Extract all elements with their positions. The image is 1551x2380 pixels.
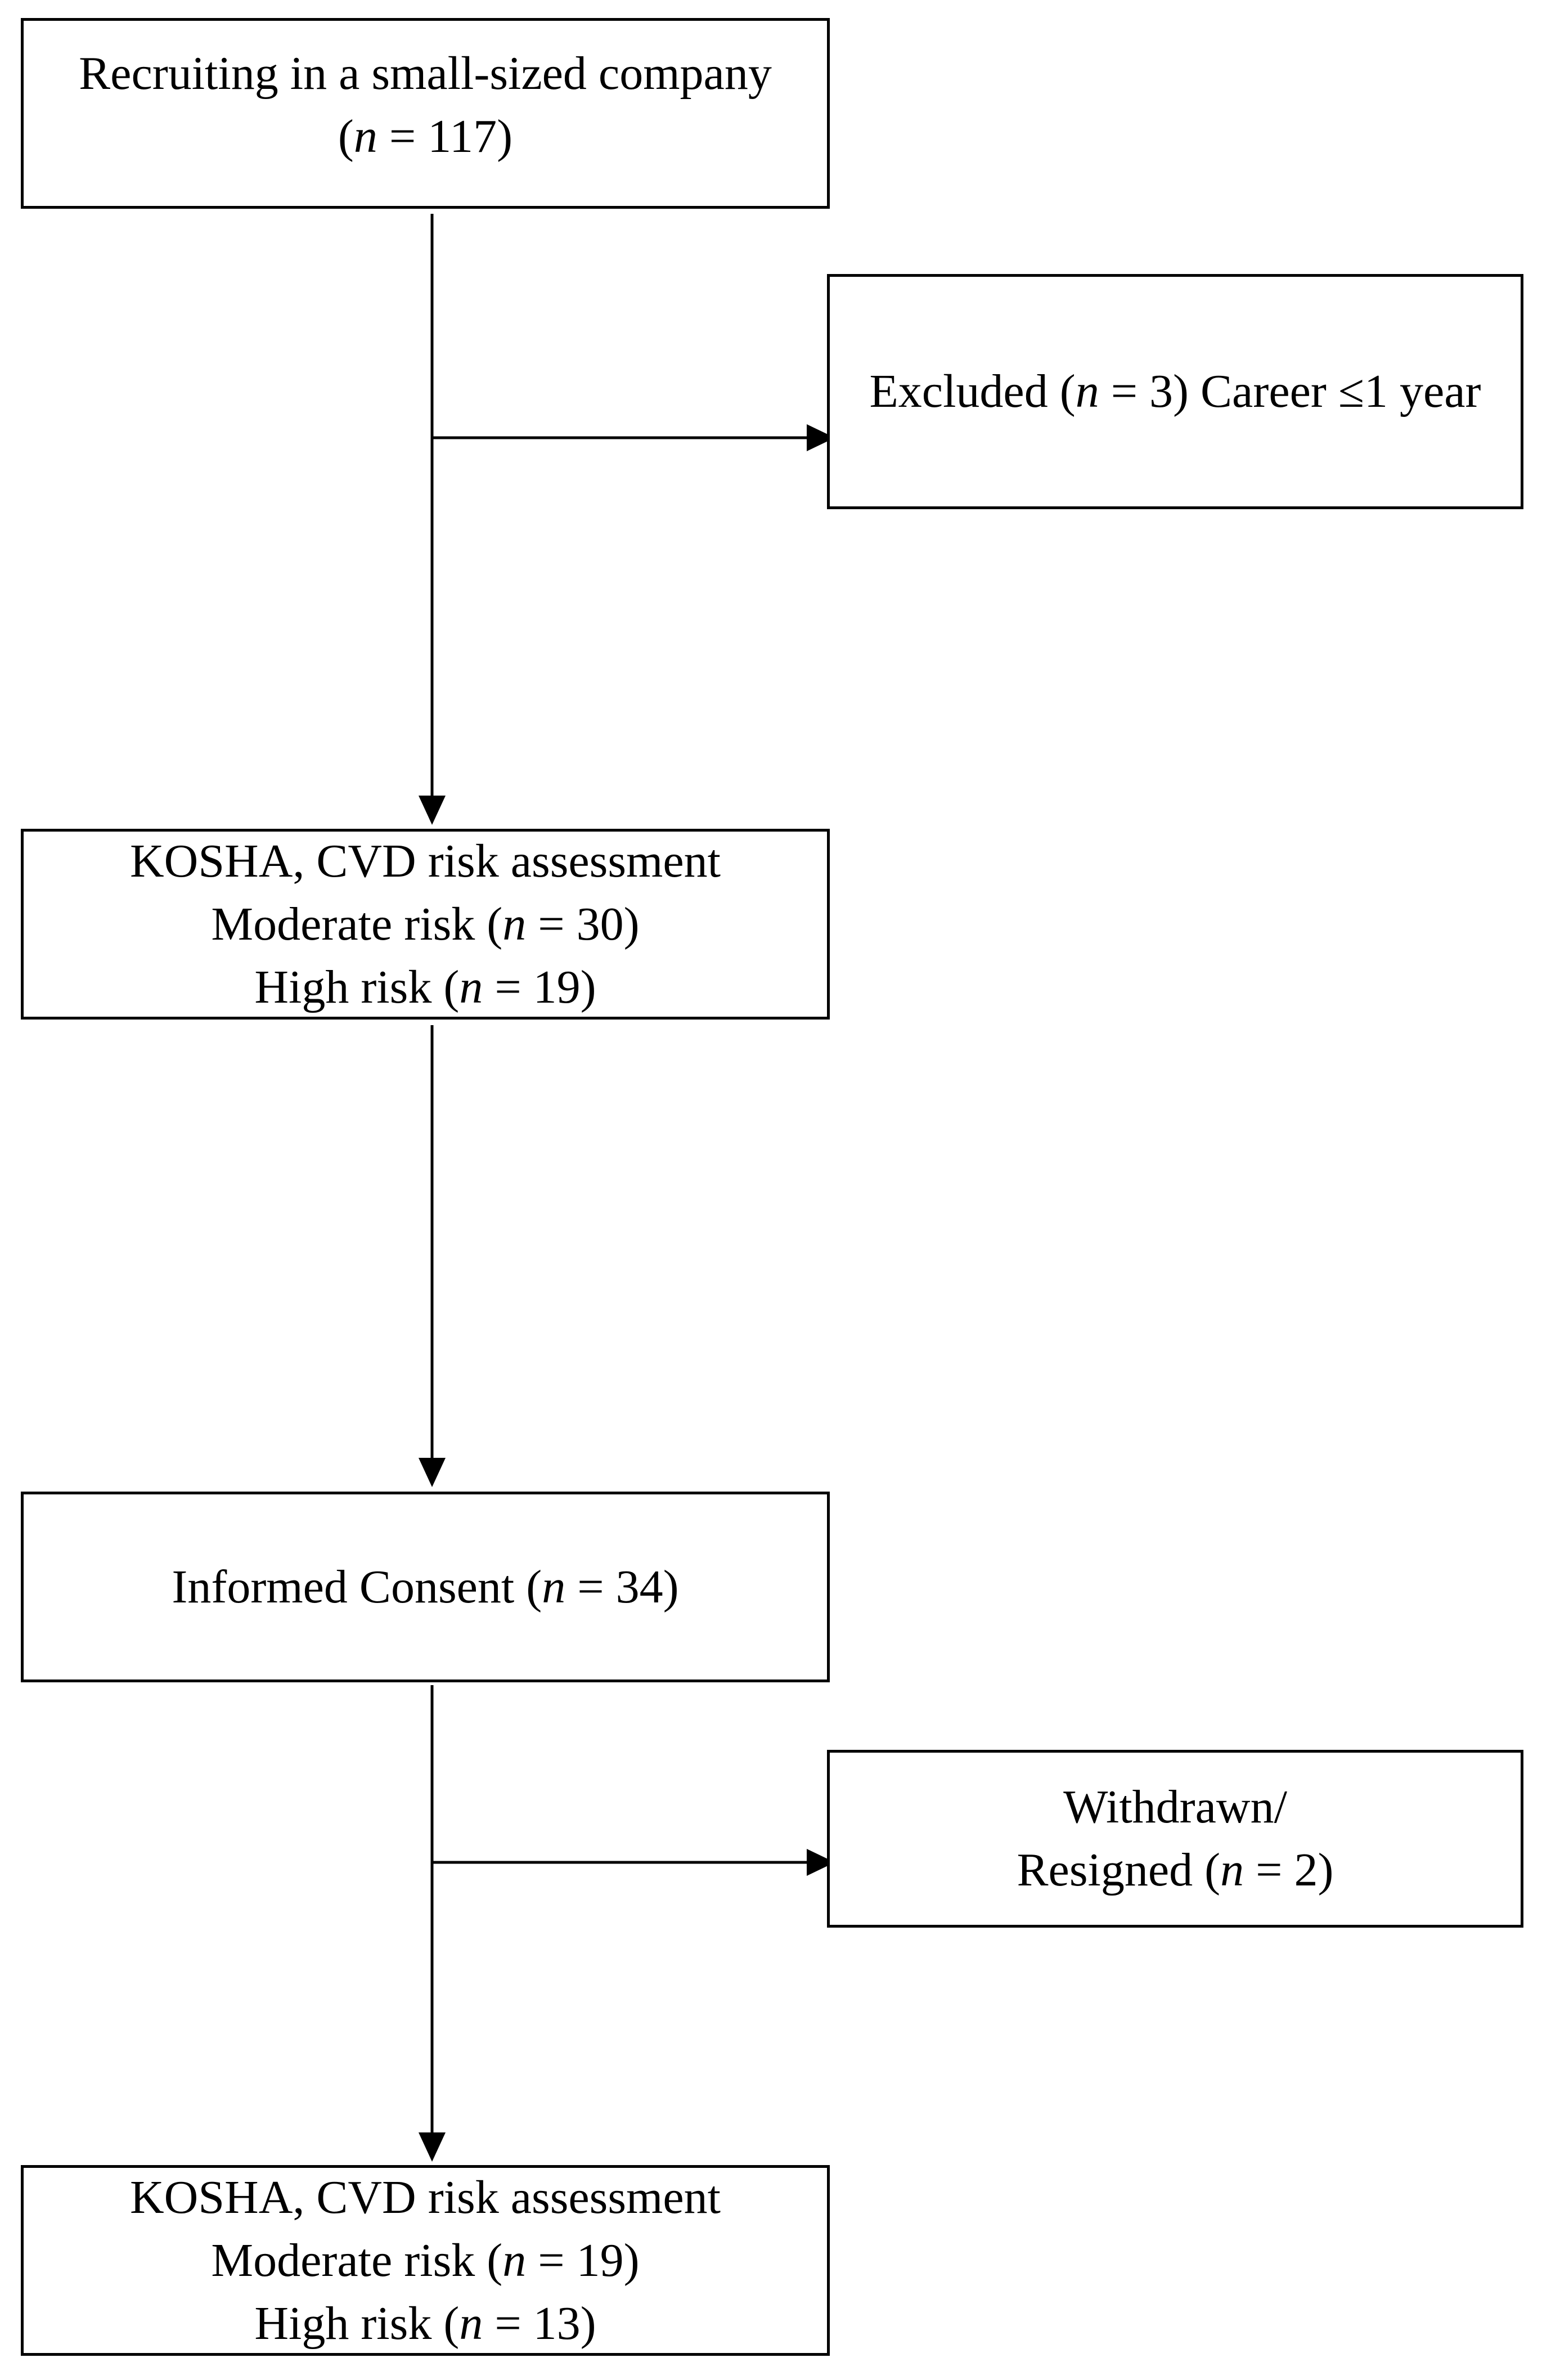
arrowhead-withdrawn — [807, 1849, 835, 1876]
risk-assessment-box-1: KOSHA, CVD risk assessment Moderate risk… — [21, 829, 830, 1020]
withdrawn-title: Withdrawn/ — [1063, 1781, 1287, 1833]
excluded-box: Excluded (n = 3) Career ≤1 year — [827, 274, 1523, 509]
arrowhead-consent — [419, 1458, 446, 1487]
assessment-2-high: High risk (n = 13) — [254, 2297, 596, 2350]
recruiting-count: (n = 117) — [338, 110, 513, 163]
assessment-2-moderate: Moderate risk (n = 19) — [211, 2234, 640, 2287]
assessment-2-title: KOSHA, CVD risk assessment — [130, 2171, 721, 2224]
excluded-label: Excluded (n = 3) Career ≤1 year — [869, 365, 1481, 417]
arrowhead-assessment-1 — [419, 796, 446, 825]
informed-consent-box: Informed Consent (n = 34) — [21, 1492, 830, 1682]
consent-label: Informed Consent (n = 34) — [172, 1560, 679, 1613]
assessment-1-title: KOSHA, CVD risk assessment — [130, 834, 721, 887]
recruiting-box: Recruiting in a small-sized company (n =… — [21, 18, 830, 209]
assessment-1-high: High risk (n = 19) — [254, 960, 596, 1013]
withdrawn-box: Withdrawn/ Resigned (n = 2) — [827, 1750, 1523, 1928]
arrowhead-excluded — [807, 424, 835, 451]
assessment-1-moderate: Moderate risk (n = 30) — [211, 897, 640, 950]
arrowhead-assessment-2 — [419, 2132, 446, 2162]
recruiting-title: Recruiting in a small-sized company — [79, 47, 772, 100]
risk-assessment-box-2: KOSHA, CVD risk assessment Moderate risk… — [21, 2165, 830, 2356]
withdrawn-count: Resigned (n = 2) — [1017, 1844, 1334, 1896]
